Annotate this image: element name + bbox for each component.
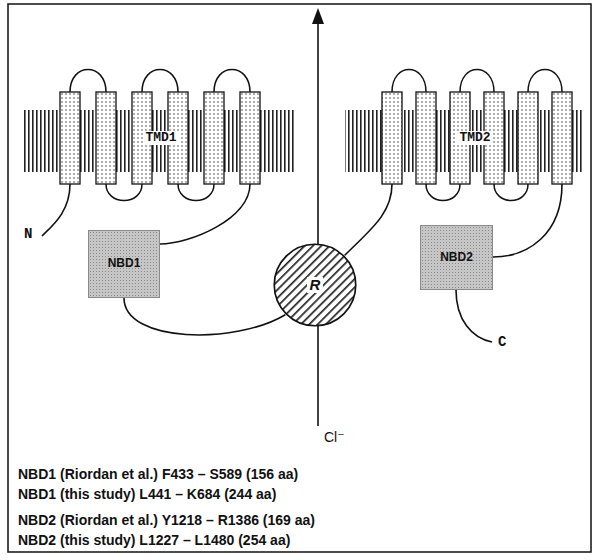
- arrow-head: [312, 8, 324, 24]
- transmembrane-domain: TMD1: [58, 92, 264, 184]
- terminus-label: N: [24, 226, 32, 243]
- domain-linker: [160, 184, 250, 244]
- binding-domain-box: NBD2: [420, 225, 493, 290]
- frame: [8, 4, 591, 552]
- range-note: NBD1 (Riordan et al.) F433 – S589 (156 a…: [18, 466, 298, 483]
- ion-path-arrow: [317, 22, 319, 426]
- node-label: R: [307, 277, 324, 294]
- domain-linker: [124, 298, 285, 335]
- node-label: TMD2: [457, 131, 492, 145]
- transmembrane-helices: [60, 92, 572, 184]
- ion-label: Cl⁻: [324, 429, 345, 446]
- node-label: NBD1: [108, 257, 141, 270]
- domain-linker: [345, 184, 392, 255]
- terminus-label: C: [498, 334, 506, 351]
- c-terminus-line: [456, 290, 492, 342]
- transmembrane-domain: TMD2: [378, 92, 572, 184]
- helix-loops: [70, 70, 562, 201]
- node-label: NBD2: [440, 251, 473, 264]
- regulatory-circle: R: [273, 243, 357, 327]
- node-label: TMD1: [143, 131, 178, 145]
- domain-linker: [493, 184, 562, 257]
- binding-domain-box: NBD1: [88, 230, 160, 298]
- range-note: NBD2 (this study) L1227 – L1480 (254 aa): [18, 532, 290, 549]
- range-note: NBD1 (this study) L441 – K684 (244 aa): [18, 486, 276, 503]
- n-terminus-line: [42, 184, 70, 236]
- range-note: NBD2 (Riordan et al.) Y1218 – R1386 (169…: [18, 512, 315, 529]
